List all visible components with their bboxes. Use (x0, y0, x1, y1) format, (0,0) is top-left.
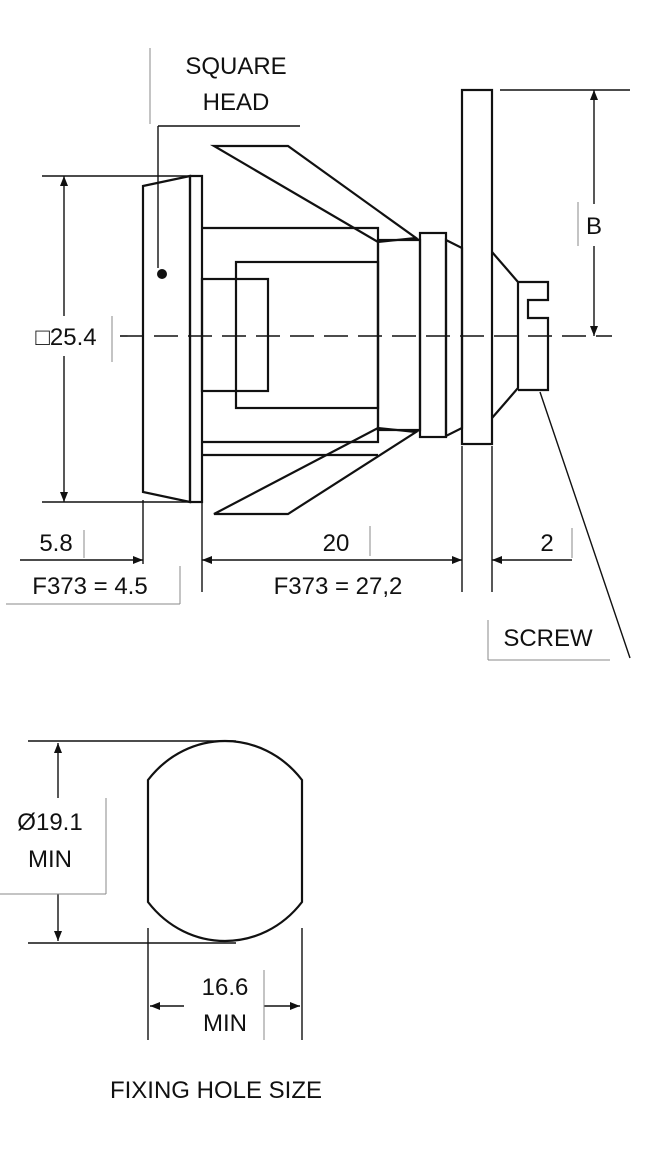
lock-core-inner (234, 260, 380, 410)
square-head-label-line2: HEAD (203, 89, 270, 116)
dimension-square-25-4: □25.4 (20, 175, 190, 503)
fixing-hole-outline (146, 740, 304, 942)
hole-width-label-line1: 16.6 (202, 974, 249, 1001)
lock-collar-3 (444, 238, 464, 438)
dimension-5-8: 5.8 F373 = 4.5 (6, 500, 181, 605)
dimension-f373-27-2-label: F373 = 27,2 (274, 573, 403, 600)
lock-head-flange (141, 174, 192, 504)
dimension-b-label: B (586, 213, 602, 240)
lock-body (202, 226, 380, 444)
dimension-b: B (500, 89, 630, 336)
hole-diameter-label-line2: MIN (28, 846, 72, 873)
screw-tip (491, 251, 520, 419)
dimension-5-8-label: 5.8 (39, 530, 72, 557)
screw-head (518, 280, 550, 392)
square-head-marker-dot (157, 269, 167, 279)
dimension-f373-4-5-label: F373 = 4.5 (32, 573, 147, 600)
dimension-20: 20 F373 = 27,2 (201, 446, 463, 600)
dimension-2: 2 (491, 446, 573, 592)
lock-collar-2 (418, 231, 448, 439)
screw-callout: SCREW (487, 391, 631, 661)
dimension-2-label: 2 (540, 530, 553, 557)
square-head-callout: SQUARE HEAD (149, 48, 300, 268)
hole-diameter-label-line1: Ø19.1 (17, 809, 82, 836)
screw-label: SCREW (503, 625, 593, 652)
cam-plate (460, 88, 494, 446)
lock-head-face (188, 174, 204, 504)
dimension-20-label: 20 (323, 530, 350, 557)
lock-collar-1 (376, 238, 422, 432)
fixing-hole-view: Ø19.1 MIN 16.6 MIN FIXING HOLE SIZE (0, 740, 322, 1104)
fixing-hole-caption: FIXING HOLE SIZE (110, 1077, 322, 1104)
spring-clip-bottom (213, 426, 420, 516)
lock-side-view (120, 88, 612, 516)
lock-key-slot (200, 277, 270, 393)
hole-width-label-line2: MIN (203, 1010, 247, 1037)
dimension-square-label: □25.4 (35, 324, 96, 351)
spring-clip-top (209, 144, 419, 244)
square-head-label-line1: SQUARE (185, 53, 286, 80)
